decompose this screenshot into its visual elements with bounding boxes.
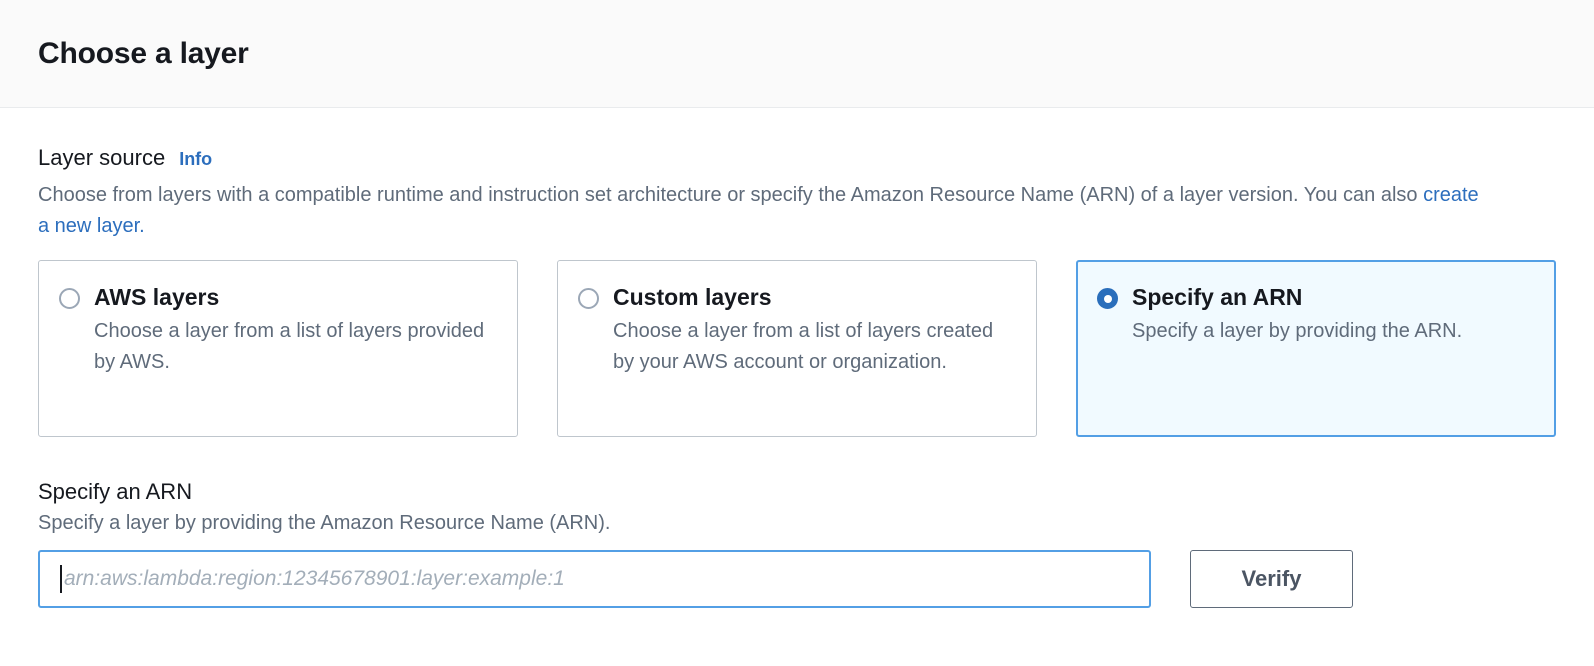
radio-tile-custom-layers[interactable]: Custom layers Choose a layer from a list… xyxy=(557,260,1037,437)
radio-tile-specify-an-arn[interactable]: Specify an ARN Specify a layer by provid… xyxy=(1076,260,1556,437)
radio-tile-aws-layers-title: AWS layers xyxy=(94,284,220,310)
layer-source-label-row: Layer source Info xyxy=(38,108,1556,171)
radio-icon-aws-layers[interactable] xyxy=(59,288,80,309)
layer-source-description: Choose from layers with a compatible run… xyxy=(38,180,1488,242)
arn-input-container[interactable] xyxy=(38,550,1151,608)
radio-tile-custom-layers-description: Choose a layer from a list of layers cre… xyxy=(613,320,994,373)
radio-icon-custom-layers[interactable] xyxy=(578,288,599,309)
modal-body: Layer source Info Choose from layers wit… xyxy=(0,108,1594,608)
radio-tile-aws-layers[interactable]: AWS layers Choose a layer from a list of… xyxy=(38,260,518,437)
radio-tile-aws-layers-text: AWS layers Choose a layer from a list of… xyxy=(94,282,497,378)
info-link[interactable]: Info xyxy=(179,149,213,169)
radio-icon-specify-an-arn-selected[interactable] xyxy=(1097,288,1118,309)
arn-input-row: Verify xyxy=(38,550,1556,608)
radio-tile-specify-an-arn-title: Specify an ARN xyxy=(1132,284,1303,310)
radio-tile-specify-an-arn-text: Specify an ARN Specify a layer by provid… xyxy=(1132,282,1535,347)
arn-section-title: Specify an ARN xyxy=(38,479,193,504)
layer-source-radio-group: AWS layers Choose a layer from a list of… xyxy=(38,260,1556,437)
modal-header: Choose a layer xyxy=(0,0,1594,108)
page-title: Choose a layer xyxy=(38,36,249,70)
verify-button[interactable]: Verify xyxy=(1190,550,1353,608)
radio-tile-custom-layers-title: Custom layers xyxy=(613,284,772,310)
text-cursor-icon xyxy=(60,565,62,593)
layer-source-description-text: Choose from layers with a compatible run… xyxy=(38,184,1424,206)
radio-tile-aws-layers-description: Choose a layer from a list of layers pro… xyxy=(94,320,485,373)
radio-tile-custom-layers-text: Custom layers Choose a layer from a list… xyxy=(613,282,1016,378)
radio-tile-specify-an-arn-description: Specify a layer by providing the ARN. xyxy=(1132,320,1463,342)
arn-input[interactable] xyxy=(62,552,1137,606)
arn-section-description: Specify a layer by providing the Amazon … xyxy=(38,512,611,534)
layer-source-label: Layer source xyxy=(38,145,166,170)
create-a-new-layer-link[interactable]: create a new layer. xyxy=(38,184,1479,237)
